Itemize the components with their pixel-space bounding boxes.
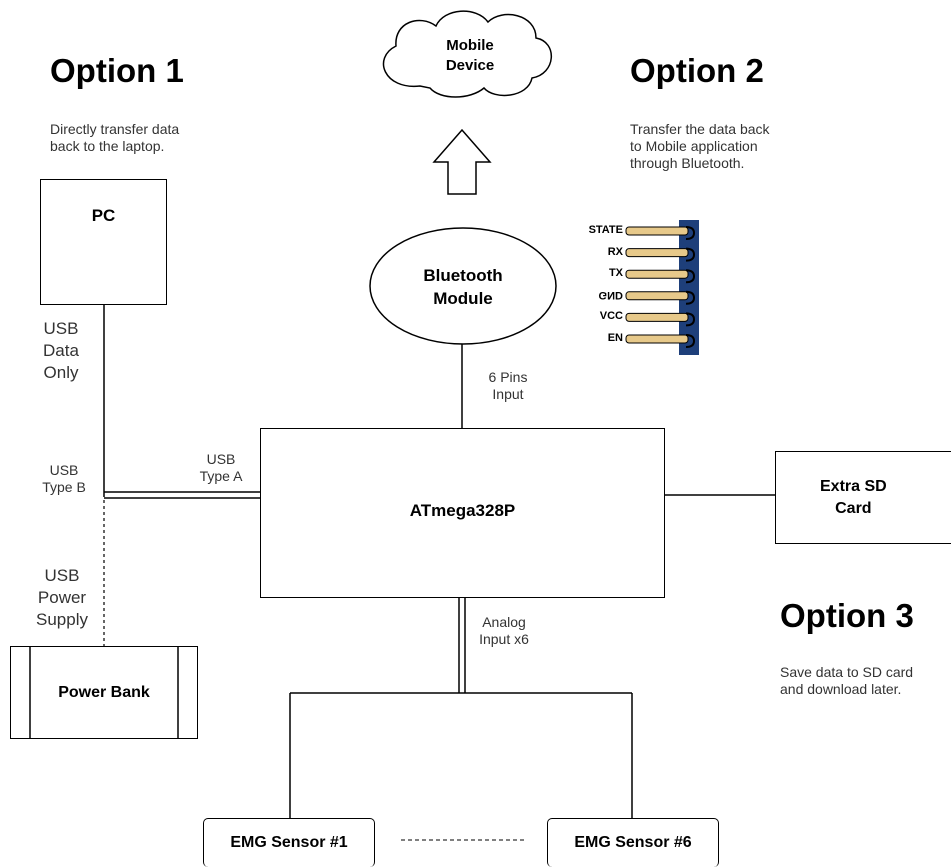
sd-card-label-line: Card xyxy=(835,499,872,517)
mobile-device-label-line: Device xyxy=(445,57,495,74)
power-bank-label: Power Bank xyxy=(58,683,150,701)
pin-label: TX xyxy=(608,267,623,280)
pin-label: RX xyxy=(607,245,623,258)
option2-desc-line: Transfer the data back xyxy=(630,121,770,137)
pin-lead xyxy=(625,248,689,258)
label-line: Input xyxy=(492,386,524,402)
label-line: 6 Pins xyxy=(488,369,528,385)
pin-lead xyxy=(625,312,689,322)
pc-box: PC xyxy=(40,179,167,305)
pin-lead xyxy=(625,291,689,301)
option3-title: Option 3 xyxy=(780,597,914,634)
pin-hook xyxy=(685,290,696,305)
bluetooth-pin-header xyxy=(625,220,699,355)
option1-title: Option 1 xyxy=(50,52,184,89)
option3-desc-line: and download later. xyxy=(780,681,902,697)
usb-type-a-label: USB Type A xyxy=(190,451,252,485)
pc-label: PC xyxy=(91,206,116,225)
option2-desc-line: through Bluetooth. xyxy=(630,155,745,171)
emg-sensor-1-label: EMG Sensor #1 xyxy=(230,834,348,851)
atmega328p-box: ATmega328P xyxy=(260,428,665,598)
pin-hook xyxy=(685,269,696,284)
usb-power-supply-label: USB Power Supply xyxy=(28,565,96,631)
label-line: Type A xyxy=(199,468,243,484)
pin-label: EN xyxy=(607,332,623,344)
label-line: USB xyxy=(44,566,80,585)
sd-card-box: Extra SD Card xyxy=(775,451,951,544)
six-pins-input-label: 6 Pins Input xyxy=(478,369,538,403)
option2-title: Option 2 xyxy=(630,52,764,89)
label-line: Power xyxy=(37,588,87,607)
pin-hook xyxy=(685,312,696,327)
pin-label: VCC xyxy=(599,310,623,323)
mcu-label: ATmega328P xyxy=(409,501,516,520)
option2-desc: Transfer the data back to Mobile applica… xyxy=(630,121,770,172)
label-line: Data xyxy=(43,341,79,360)
emg-sensor-6-box: EMG Sensor #6 xyxy=(547,818,719,867)
option3-desc-line: Save data to SD card xyxy=(780,664,914,680)
usb-data-only-label: USB Data Only xyxy=(36,318,86,384)
pin-lead xyxy=(625,269,689,279)
option1-desc-line: Directly transfer data xyxy=(50,121,180,137)
pin-hook xyxy=(685,226,696,240)
usb-type-b-label: USB Type B xyxy=(36,462,92,496)
mobile-device-label: Mobile Device xyxy=(420,36,520,76)
pin-label: STATE xyxy=(588,224,623,236)
sd-card-label-line: Extra SD xyxy=(820,477,887,495)
label-line: Analog xyxy=(482,614,526,630)
pin-hook xyxy=(685,334,696,348)
up-arrow xyxy=(432,128,492,195)
label-line: Type B xyxy=(42,479,86,495)
label-line: Only xyxy=(43,363,79,382)
pin-lead xyxy=(625,334,689,344)
option3-desc: Save data to SD card and download later. xyxy=(780,664,950,698)
pin-hook xyxy=(685,247,696,262)
emg-sensor-6-label: EMG Sensor #6 xyxy=(574,834,692,851)
pin-label: GND xyxy=(598,288,623,301)
analog-input-label: Analog Input x6 xyxy=(470,614,538,648)
bluetooth-module-shape xyxy=(369,227,557,345)
bluetooth-label-line: Bluetooth xyxy=(423,266,503,285)
emg-sensor-1-box: EMG Sensor #1 xyxy=(203,818,375,867)
mobile-device-cloud xyxy=(382,10,553,98)
option1-desc-line: back to the laptop. xyxy=(50,138,165,154)
label-line: Input x6 xyxy=(479,631,529,647)
pin-lead xyxy=(625,226,689,236)
label-line: USB xyxy=(49,462,79,478)
label-line: USB xyxy=(206,451,236,467)
mobile-device-label-line: Mobile xyxy=(446,37,494,54)
label-line: Supply xyxy=(36,610,88,629)
bluetooth-label-line: Module xyxy=(433,289,493,308)
label-line: USB xyxy=(43,319,79,338)
option2-desc-line: to Mobile application xyxy=(630,138,758,154)
bluetooth-module-label: Bluetooth Module xyxy=(403,264,523,310)
option1-desc: Directly transfer data back to the lapto… xyxy=(50,121,179,155)
power-bank-box: Power Bank xyxy=(10,646,198,739)
